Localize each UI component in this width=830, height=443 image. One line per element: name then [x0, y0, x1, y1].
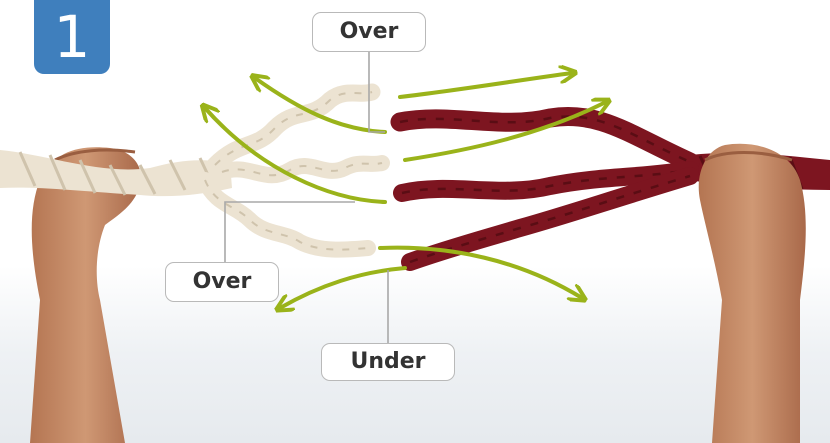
over-callout-top: Over: [312, 12, 426, 52]
under-callout: Under: [321, 343, 455, 381]
over-callout-left: Over: [165, 262, 279, 302]
step-number-badge: 1: [34, 0, 110, 74]
arrow-top-right: [400, 73, 572, 97]
arrow-bottom-left: [280, 268, 405, 308]
right-hand: [699, 144, 806, 443]
